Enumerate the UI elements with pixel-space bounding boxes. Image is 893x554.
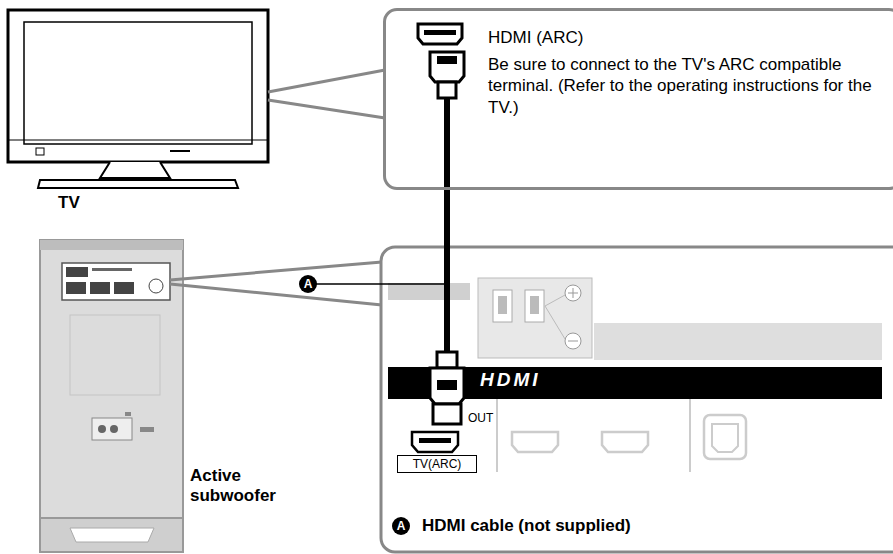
hdmi-band: HDMI xyxy=(388,367,882,399)
callout-leader xyxy=(268,70,385,118)
callout-note: Be sure to connect to the TV's ARC compa… xyxy=(488,54,878,118)
callout-heading: HDMI (ARC) xyxy=(488,28,878,48)
part-name: Active subwoofer xyxy=(190,466,290,505)
subwoofer-illustration xyxy=(40,240,183,552)
callout-letter: A xyxy=(299,275,317,293)
hdmi-port: TV(ARC) xyxy=(397,425,477,481)
tv-illustration xyxy=(8,10,268,188)
callout-box: HDMI (ARC) Be sure to connect to the TV's… xyxy=(383,8,893,190)
hdmi-plug xyxy=(430,352,464,424)
part-name: TV xyxy=(58,193,80,213)
port-name: OUT xyxy=(468,411,493,425)
callout-letter: A xyxy=(392,517,410,535)
cable-note: HDMI cable (not supplied) xyxy=(422,516,631,536)
callout-leader xyxy=(316,283,445,285)
panel-text: TV(ARC) xyxy=(397,455,477,473)
rear-panel-closeup xyxy=(381,247,893,552)
panel-text: HDMI xyxy=(480,369,882,391)
hdmi-connector-icon xyxy=(418,24,464,192)
